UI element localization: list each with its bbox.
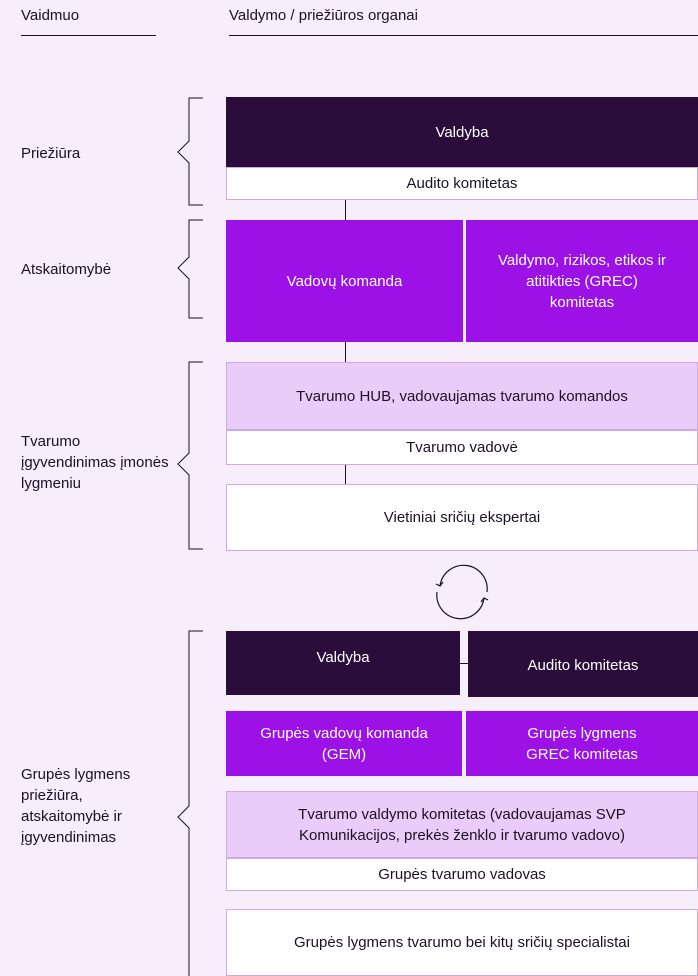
company-audit-committee-label: Audito komitetas (406, 175, 518, 192)
local-experts: Vietiniai sričių ekspertai (226, 484, 698, 551)
group-sustainability-head-label: Grupės tvarumo vadovas (378, 866, 546, 883)
group-grec: Grupės lygmens GREC komitetas (466, 711, 698, 776)
role-oversight: Priežiūra (21, 145, 81, 162)
connector-head-experts (345, 465, 346, 485)
role-group: Grupės lygmens priežiūra, atskaitomybė i… (21, 766, 131, 846)
group-board: Valdyba (226, 631, 460, 695)
company-board-label: Valdyba (435, 123, 489, 141)
body-header-rule (229, 35, 698, 36)
group-audit-committee-label: Audito komitetas (527, 656, 639, 674)
group-specialists: Grupės lygmens tvarumo bei kitų sričių s… (226, 909, 698, 976)
role-accountability: Atskaitomybė (21, 261, 112, 278)
group-board-label: Valdyba (316, 648, 370, 666)
company-grec-committee: Valdymo, rizikos, etikos ir atitikties (… (466, 220, 698, 342)
company-management-team-label: Vadovų komanda (286, 272, 403, 290)
connector-board-audit (460, 663, 468, 664)
company-management-team: Vadovų komanda (226, 220, 463, 342)
group-sustainability-head: Grupės tvarumo vadovas (226, 858, 698, 891)
connector-audit-mgmt (345, 200, 346, 222)
brace-group (177, 630, 203, 976)
company-audit-committee: Audito komitetas (226, 167, 698, 200)
sustainability-head: Tvarumo vadovė (226, 430, 698, 465)
group-specialists-label: Grupės lygmens tvarumo bei kitų sričių s… (294, 934, 630, 951)
role-implementation: Tvarumo įgyvendinimas įmonės lygmeniu (21, 433, 169, 492)
brace-accountability (177, 219, 203, 319)
group-audit-committee: Audito komitetas (468, 631, 698, 697)
sustainability-hub: Tvarumo HUB, vadovaujamas tvarumo komand… (226, 362, 698, 430)
group-gem: Grupės vadovų komanda (GEM) (226, 711, 462, 776)
role-column-header: Vaidmuo (21, 7, 80, 24)
brace-implementation (177, 361, 203, 550)
local-experts-label: Vietiniai sričių ekspertai (383, 509, 541, 526)
group-grec-label: Grupės lygmens GREC komitetas (526, 724, 638, 763)
company-grec-committee-label: Valdymo, rizikos, etikos ir atitikties (… (497, 251, 667, 311)
brace-oversight (177, 97, 203, 206)
cycle-arrows-icon (435, 564, 489, 620)
company-board: Valdyba (226, 97, 698, 167)
group-gem-label: Grupės vadovų komanda (GEM) (260, 724, 428, 763)
role-header-rule (21, 35, 156, 36)
body-column-header: Valdymo / priežiūros organai (229, 7, 418, 24)
group-sustainability-committee: Tvarumo valdymo komitetas (vadovaujamas … (226, 791, 698, 858)
sustainability-head-label: Tvarumo vadovė (406, 439, 518, 456)
sustainability-hub-label: Tvarumo HUB, vadovaujamas tvarumo komand… (296, 387, 628, 405)
connector-mgmt-hub (345, 342, 346, 364)
group-sustainability-committee-label: Tvarumo valdymo komitetas (vadovaujamas … (298, 805, 626, 844)
